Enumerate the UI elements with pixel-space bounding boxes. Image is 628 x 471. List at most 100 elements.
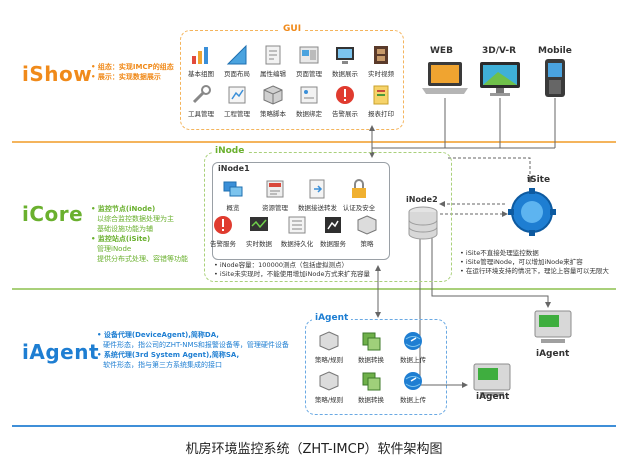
isite-note-0: • iSite不直接处理监控数据 [460, 249, 539, 257]
iagent-item-label: 数据上传 [400, 396, 426, 404]
box-icon [318, 370, 340, 392]
gui-item: 页面布局 [218, 44, 256, 78]
icore-bullet: 提供分布式处理、容错等功能 [97, 255, 188, 263]
ruler-icon [226, 44, 248, 66]
inode-item-label: 数据服务 [320, 240, 346, 248]
gui-item-label: 数据绑定 [296, 110, 322, 118]
monitor-icon [480, 62, 520, 96]
gui-item: 数据展示 [326, 44, 364, 78]
gui-item-label: 工程管理 [224, 110, 250, 118]
iagent-bullets: • 设备代理(DeviceAgent),简称DA, 硬件形态，指公司的ZHT-N… [97, 330, 289, 370]
inode-item: 策略 [348, 214, 386, 248]
gui-item-label: 告警展示 [332, 110, 358, 118]
inode-note-0: • iNode容量：100000测点（包括虚拟测点） [214, 261, 348, 269]
isite-note-1: • iSite管理iNode，可以增加iNode来扩容 [460, 258, 583, 266]
gui-item-label: 策略脚本 [260, 110, 286, 118]
client-label-3dvr: 3D/V-R [482, 46, 516, 56]
separator-show-core [12, 141, 616, 143]
lock-icon [348, 178, 370, 200]
iagent-box [305, 319, 447, 415]
realtime-icon [248, 214, 270, 236]
iagent-bullet: 软件形态，指与第三方系统集成的接口 [103, 361, 222, 369]
inode-box [204, 152, 452, 282]
persist-icon [286, 214, 308, 236]
laptop-icon [422, 62, 468, 94]
client-label-web: WEB [430, 46, 453, 56]
gui-item-label: 报表打印 [368, 110, 394, 118]
isite-label: iSite [527, 175, 551, 185]
inode-item-label: 策略 [360, 240, 374, 248]
film-icon [370, 44, 392, 66]
inode-item: 认证及安全 [340, 178, 378, 212]
iagent-item: 策略/规则 [310, 370, 348, 404]
page-icon [298, 44, 320, 66]
globe-icon [402, 330, 424, 352]
iagent-item-label: 策略/规则 [314, 356, 344, 364]
alert-icon [334, 84, 356, 106]
gui-item: 策略脚本 [254, 84, 292, 118]
icore-bullet: 管理iNode [97, 245, 132, 253]
gui-item: 告警展示 [326, 84, 364, 118]
gui-item: 属性编辑 [254, 44, 292, 78]
inode-item: 数据接送转发 [298, 178, 337, 212]
icore-bullets: • 监控节点(iNode) 以综合监控数据处理为主 基础设施功能为辅 • 监控站… [91, 204, 188, 264]
inode-item: 数据持久化 [278, 214, 316, 248]
gui-item-label: 工具管理 [188, 110, 214, 118]
inode-item-label: 认证及安全 [342, 204, 376, 212]
layer-label-ishow: iShow [22, 62, 93, 86]
pcs-icon [222, 178, 244, 200]
ishow-bullets: • 组态：实现IMCP的组态 • 展示：实现数据展示 [91, 62, 174, 82]
inode-item-label: 资源管理 [262, 204, 288, 212]
project-icon [226, 84, 248, 106]
layer-label-icore: iCore [22, 202, 84, 226]
inode-item: 资源管理 [256, 178, 294, 212]
inode-item-label: 概览 [226, 204, 240, 212]
report-icon [370, 84, 392, 106]
inode-item: 数据服务 [314, 214, 352, 248]
icore-bullet: • 监控站点(iSite) [91, 235, 151, 243]
iagent-item-label: 数据上传 [400, 356, 426, 364]
screen-icon [334, 44, 356, 66]
iagent-box-title: iAgent [312, 313, 352, 323]
gui-item: 报表打印 [362, 84, 400, 118]
separator-core-agent [12, 288, 616, 290]
iagent-item: 数据上传 [394, 370, 432, 404]
bind-icon [298, 84, 320, 106]
inode-item: 告警服务 [204, 214, 242, 248]
doc-icon [262, 44, 284, 66]
ishow-bullet: • 组态：实现IMCP的组态 [91, 63, 174, 71]
iagent-item: 数据转换 [352, 370, 390, 404]
icore-bullet: 以综合监控数据处理为主 [97, 215, 174, 223]
iagent-bullet: • 设备代理(DeviceAgent),简称DA, [97, 331, 219, 339]
inode-item-label: 告警服务 [210, 240, 236, 248]
iagent-item-label: 数据转换 [358, 356, 384, 364]
gui-item-label: 页面布局 [224, 70, 250, 78]
inode1-title: iNode1 [218, 164, 250, 173]
database-icon [408, 206, 438, 240]
icore-bullet: • 监控节点(iNode) [91, 205, 156, 213]
box-icon [318, 330, 340, 352]
gui-item: 页面管理 [290, 44, 328, 78]
inode-item-label: 数据接送转发 [298, 204, 337, 212]
box-icon [356, 214, 378, 236]
iagent-item: 数据转换 [352, 330, 390, 364]
gui-item: 基本组图 [182, 44, 220, 78]
server-device-icon [534, 310, 572, 343]
globe-icon [402, 370, 424, 392]
iagent-item-label: 数据转换 [358, 396, 384, 404]
ishow-bullet: • 展示：实现数据展示 [91, 73, 161, 81]
inode-title: iNode [212, 146, 248, 156]
gui-item-label: 页面管理 [296, 70, 322, 78]
server-device-icon [473, 363, 511, 396]
dsvc-icon [322, 214, 344, 236]
separator-bottom [12, 425, 616, 427]
isite-note-2: • 在运行环境支持的情况下，理论上容量可以无限大 [460, 267, 609, 275]
gui-item: 工程管理 [218, 84, 256, 118]
inode-note-1: • iSite未实现时，不能使用增加iNode方式来扩充容量 [214, 270, 370, 278]
tool-icon [190, 84, 212, 106]
inode1-box [212, 162, 390, 260]
inode-item-label: 数据持久化 [280, 240, 314, 248]
iagent-item: 策略/规则 [310, 330, 348, 364]
gui-item: 实时视频 [362, 44, 400, 78]
inode-item: 概览 [214, 178, 252, 212]
